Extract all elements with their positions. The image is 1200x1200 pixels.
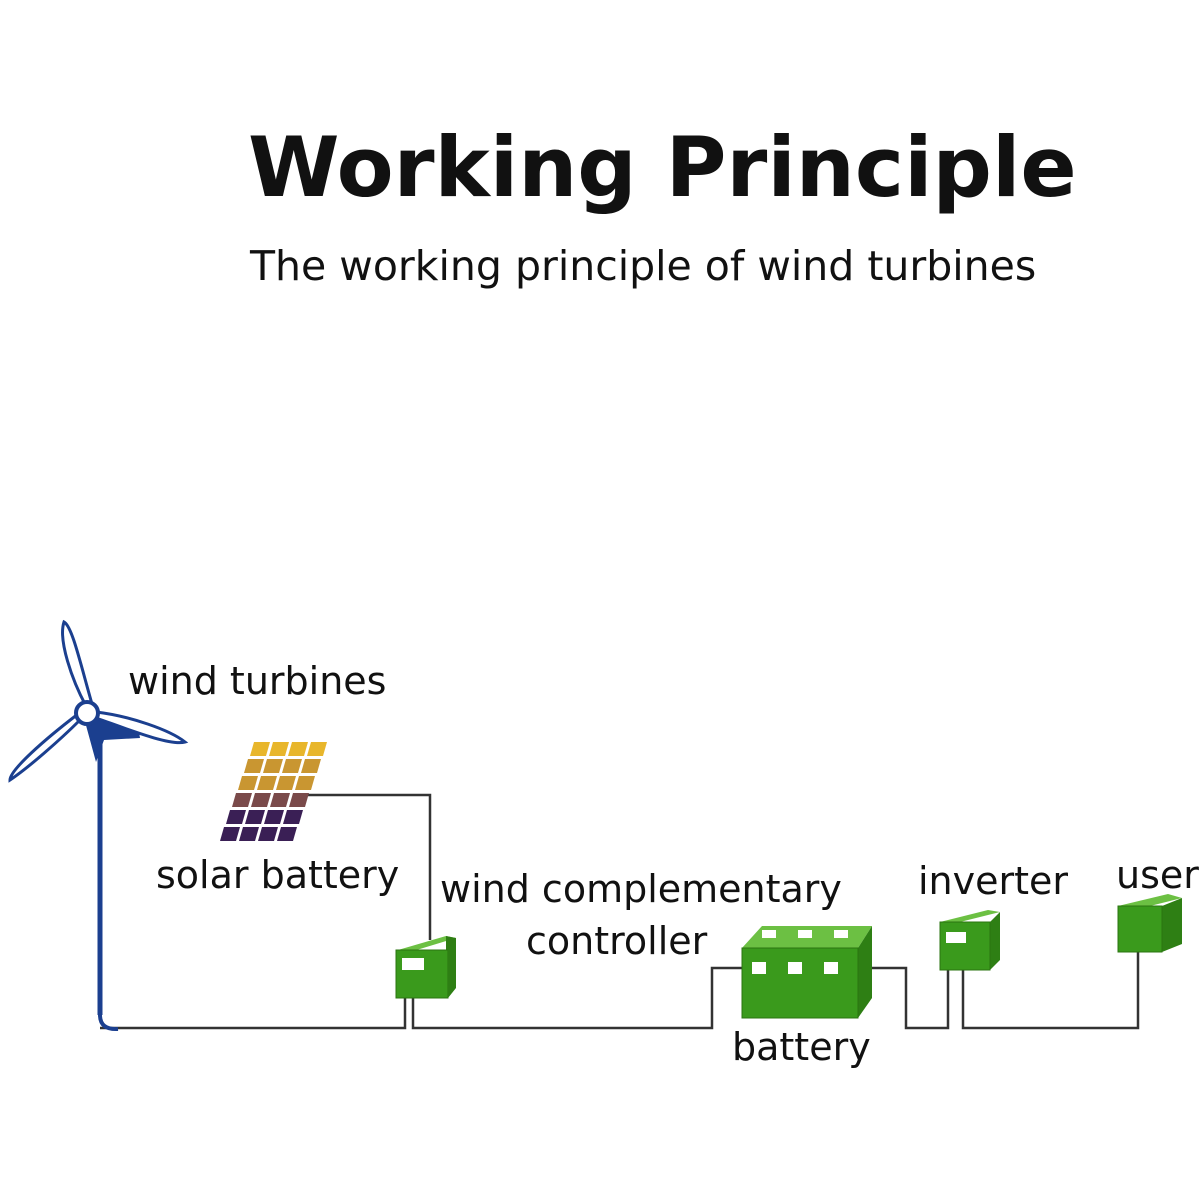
solar-cell — [245, 810, 265, 824]
solar-cell — [295, 776, 315, 790]
solar-cell — [288, 742, 308, 756]
page-title: Working Principle — [248, 119, 1077, 216]
wire-inverter-to-user — [961, 952, 1140, 1030]
solar-cell — [220, 827, 240, 841]
solar-cell — [289, 793, 309, 807]
label-controller-line2: controller — [526, 919, 708, 963]
solar-cell — [276, 776, 296, 790]
solar-cell — [264, 810, 284, 824]
wire-battery-to-inverter — [868, 966, 950, 1030]
solar-cell — [269, 742, 289, 756]
solar-cell — [238, 776, 258, 790]
solar-cell — [251, 793, 271, 807]
page-subtitle: The working principle of wind turbines — [250, 242, 1037, 290]
wire-turbine-to-controller — [100, 998, 407, 1030]
solar-cell — [258, 827, 278, 841]
label-solar-battery: solar battery — [156, 853, 400, 897]
solar-cell — [239, 827, 259, 841]
solar-cell — [283, 810, 303, 824]
label-controller-line1: wind complementary — [440, 867, 842, 911]
inverter-icon — [939, 910, 1000, 971]
solar-cell — [282, 759, 302, 773]
solar-cell — [270, 793, 290, 807]
solar-cell — [232, 793, 252, 807]
wind-turbine-icon — [8, 619, 189, 1032]
solar-cell — [307, 742, 327, 756]
wire-controller-to-battery — [411, 966, 742, 1030]
battery-icon — [741, 926, 872, 1019]
solar-cell — [244, 759, 264, 773]
label-inverter: inverter — [918, 859, 1069, 903]
label-battery: battery — [732, 1025, 871, 1069]
solar-panel-icon — [220, 742, 327, 841]
solar-cell — [277, 827, 297, 841]
solar-cell — [226, 810, 246, 824]
label-user: user — [1116, 853, 1199, 897]
controller-box-icon — [395, 936, 456, 999]
label-wind-turbines: wind turbines — [128, 659, 387, 703]
user-icon — [1117, 894, 1182, 953]
solar-cell — [250, 742, 270, 756]
solar-cell — [257, 776, 277, 790]
wire-solar-to-controller — [305, 793, 432, 940]
solar-cell — [263, 759, 283, 773]
solar-cell — [301, 759, 321, 773]
